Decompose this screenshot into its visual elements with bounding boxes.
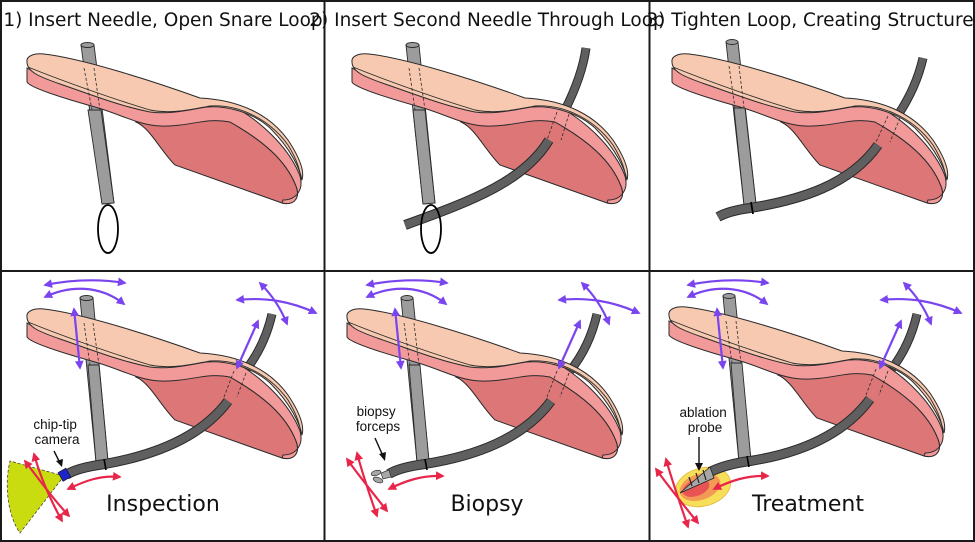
tissue-slab-icon — [351, 53, 629, 205]
tissue-slab-icon — [26, 53, 304, 205]
panel-6-label: Treatment — [751, 492, 864, 517]
red-double-arrow-icon — [654, 457, 770, 529]
snare-loop-icon — [420, 204, 442, 254]
callout-arrow — [374, 437, 384, 457]
purple-double-arrow-icon — [686, 277, 963, 370]
panel-3-title: 3) Tighten Loop, Creating Structure — [646, 10, 973, 31]
panel-4: chip-tip camera Inspection — [6, 277, 318, 534]
panel-2-title: 2) Insert Second Needle Through Loop — [309, 10, 665, 31]
panel-5: biopsy forceps Biopsy — [345, 277, 641, 518]
tissue-slab-icon — [671, 53, 949, 205]
callout-chip-tip-camera: chip-tip camera — [33, 417, 80, 447]
callout-biopsy-forceps: biopsy forceps — [356, 404, 401, 434]
red-double-arrow-icon — [345, 451, 445, 518]
panel-6: ablation probe Treatment — [654, 277, 963, 529]
purple-double-arrow-icon — [365, 277, 641, 370]
panel-1: 1) Insert Needle, Open Snare Loop — [3, 10, 323, 254]
callout-ablation-probe: ablation probe — [679, 405, 730, 435]
snare-tightened-icon — [750, 201, 754, 215]
panel-2: 2) Insert Second Needle Through Loop — [309, 10, 665, 254]
tissue-slab-icon — [346, 308, 624, 460]
biopsy-forceps-icon — [370, 469, 392, 484]
panel-4-label: Inspection — [106, 492, 220, 517]
camera-field-of-view — [6, 460, 65, 534]
panel-5-label: Biopsy — [450, 492, 523, 517]
purple-double-arrow-icon — [43, 277, 318, 370]
panel-1-title: 1) Insert Needle, Open Snare Loop — [3, 10, 322, 31]
panel-3: 3) Tighten Loop, Creating Structure — [646, 10, 974, 222]
snare-loop-icon — [97, 204, 119, 254]
red-double-arrow-icon — [23, 452, 122, 523]
